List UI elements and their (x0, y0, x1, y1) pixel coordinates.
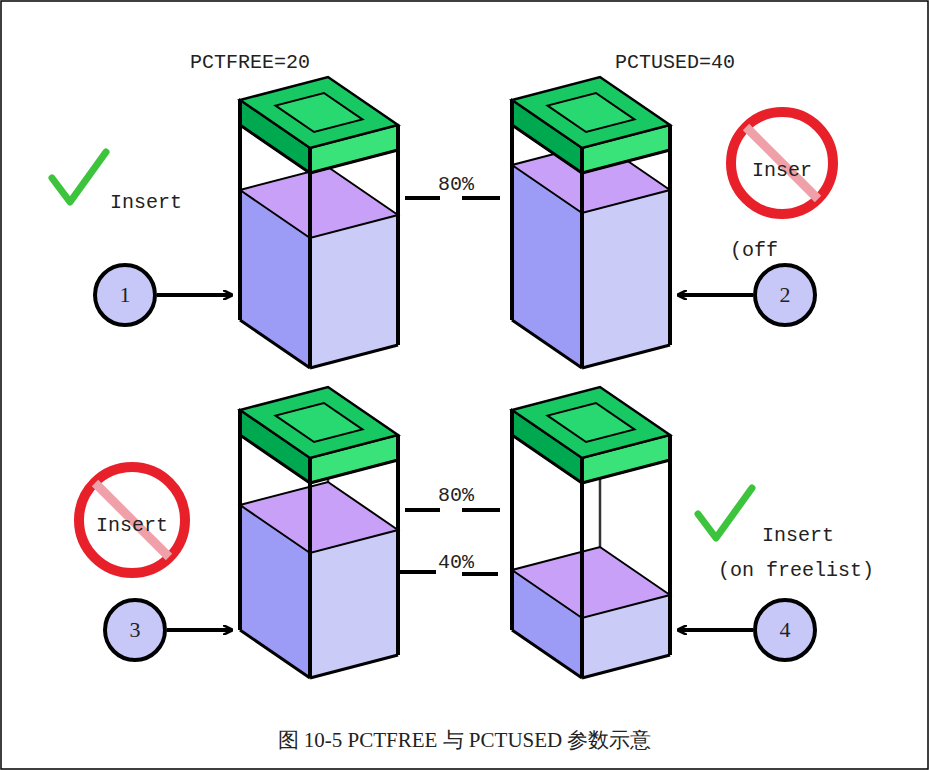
threshold-lines (400, 198, 500, 574)
block-face (240, 77, 398, 148)
block-edge (396, 125, 400, 345)
block-edge (580, 148, 584, 368)
block-edge (512, 630, 582, 678)
callout-circle: 2 (753, 263, 817, 327)
callout-circle: 1 (93, 263, 157, 327)
block-edge (308, 148, 312, 368)
block-edge (310, 655, 398, 678)
block-edge (582, 345, 670, 368)
block-edge (396, 435, 400, 655)
figure-label: PCTFREE=20 (190, 52, 310, 74)
block-edge (240, 320, 310, 368)
block-edge (310, 345, 398, 368)
block-edge (582, 150, 670, 173)
block-face (276, 93, 363, 132)
block-face (310, 530, 398, 678)
block-face (548, 403, 635, 442)
figure-label: PCTUSED=40 (615, 52, 735, 74)
callout-circle: 3 (103, 598, 167, 662)
block-face (240, 167, 398, 238)
callout-number: 1 (120, 282, 131, 308)
block-edge (512, 435, 582, 483)
callout-number: 3 (130, 617, 141, 643)
figure-label: (on freelist) (718, 560, 874, 582)
block-edge (310, 460, 398, 483)
block-edge (510, 100, 514, 320)
block-edge (310, 150, 398, 173)
block-edge (308, 458, 312, 678)
block-face (582, 190, 670, 368)
block-edge (512, 320, 582, 368)
block-face (512, 387, 670, 458)
block-edge (238, 100, 242, 320)
figure-label: 80% (438, 174, 474, 196)
no-sign (79, 467, 185, 573)
figure-label: Insert (762, 525, 834, 547)
block-edge (240, 435, 310, 483)
block-face (512, 77, 670, 148)
figure-label: Insert (110, 192, 182, 214)
block-face (548, 93, 635, 132)
pointer-arrows (157, 295, 753, 630)
block-edge (582, 655, 670, 678)
check-mark (698, 488, 752, 538)
block-edge (240, 125, 310, 173)
no-sign (731, 112, 833, 214)
block-face (310, 215, 398, 368)
block-face (276, 403, 363, 442)
figure-label: 40% (438, 552, 474, 574)
callout-circle: 4 (753, 598, 817, 662)
block-face (240, 387, 398, 458)
block-edge (668, 435, 672, 655)
block-edge (580, 458, 584, 678)
block-edge (240, 630, 310, 678)
block-edge (668, 125, 672, 345)
block-edge (512, 125, 582, 173)
block-edge (510, 410, 514, 630)
data-blocks (240, 77, 670, 678)
check-mark (52, 152, 106, 202)
block-edge (238, 410, 242, 630)
figure-caption: 图 10-5 PCTFREE 与 PCTUSED 参数示意 (278, 728, 652, 753)
figure-label: (off (730, 240, 778, 262)
block-face (512, 547, 670, 618)
block-edge (582, 460, 670, 483)
callout-number: 2 (780, 282, 791, 308)
callout-number: 4 (780, 617, 791, 643)
block-face (240, 482, 398, 553)
figure-label: Inser (752, 160, 812, 182)
figure-label: 80% (438, 485, 474, 507)
figure-label: Insert (96, 515, 168, 537)
